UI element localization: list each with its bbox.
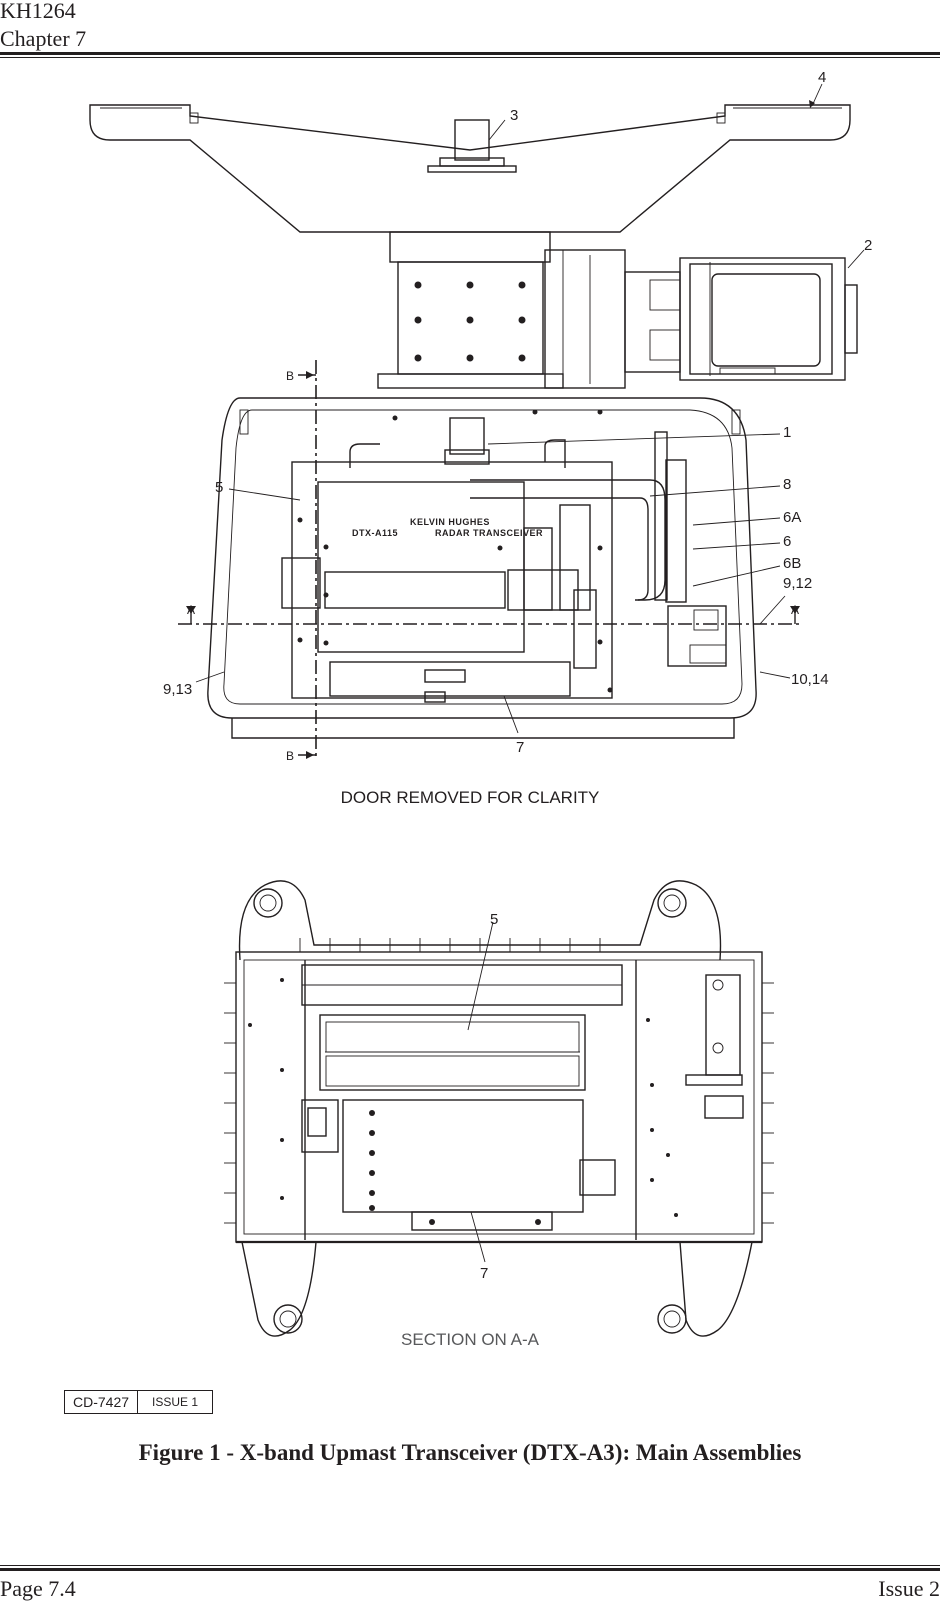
callout-8: 8	[783, 476, 792, 493]
chapter-label: Chapter 7	[0, 26, 87, 51]
nameplate-model: DTX-A115	[352, 528, 399, 538]
callout-5: 5	[215, 479, 224, 496]
callout-4: 4	[818, 69, 827, 86]
drive-motor	[679, 257, 858, 381]
drawing-issue: ISSUE 1	[152, 1395, 199, 1409]
drawing-number: CD-7427	[65, 1391, 139, 1413]
view-caption-door-removed: DOOR REMOVED FOR CLARITY	[340, 788, 600, 807]
callout-2: 2	[864, 237, 873, 254]
leader-lines-top	[195, 83, 865, 734]
section-callout-5: 5	[490, 911, 499, 928]
nameplate-maker: KELVIN HUGHES	[410, 517, 490, 527]
callout-9-12: 9,12	[783, 575, 813, 592]
transceiver-chassis	[281, 409, 727, 703]
section-mark-b-bottom: B	[286, 749, 295, 763]
antenna-bracket	[89, 104, 851, 233]
drive-shaft	[427, 119, 517, 173]
callout-6: 6	[783, 533, 792, 550]
document-id: KH1264	[0, 0, 76, 23]
figure-caption: Figure 1 - X-band Upmast Transceiver (DT…	[138, 1440, 802, 1465]
drawing-reference-box: CD-7427 ISSUE 1	[64, 1390, 214, 1414]
section-mark-b-top: B	[286, 369, 295, 383]
issue-label: Issue 2	[878, 1576, 940, 1601]
section-view-fins	[224, 938, 774, 1224]
leader-lines-bottom	[467, 921, 494, 1263]
callout-6a: 6A	[783, 509, 802, 526]
footer-rule-thin	[0, 1565, 940, 1566]
section-mark-a-right: A	[791, 603, 800, 617]
section-line-a-a	[178, 606, 800, 625]
header-rule	[0, 52, 940, 55]
page-number: Page 7.4	[0, 1576, 76, 1601]
section-view-internals	[248, 960, 744, 1240]
section-view-housing	[235, 880, 763, 1337]
section-callout-7: 7	[480, 1265, 489, 1282]
callout-10-14: 10,14	[791, 671, 829, 688]
callout-3: 3	[510, 107, 519, 124]
transceiver-housing	[207, 397, 757, 739]
header-rule-thin	[0, 57, 940, 58]
nameplate-product: RADAR TRANSCEIVER	[435, 528, 544, 538]
section-line-b-b	[298, 360, 317, 760]
footer-rule	[0, 1568, 940, 1571]
turning-gearbox	[377, 231, 681, 389]
section-mark-a-left: A	[187, 603, 196, 617]
callout-6b: 6B	[783, 555, 802, 572]
callout-7: 7	[516, 739, 525, 756]
callout-9-13: 9,13	[163, 681, 193, 698]
callout-1: 1	[783, 424, 792, 441]
view-caption-section-a-a: SECTION ON A-A	[401, 1330, 539, 1349]
